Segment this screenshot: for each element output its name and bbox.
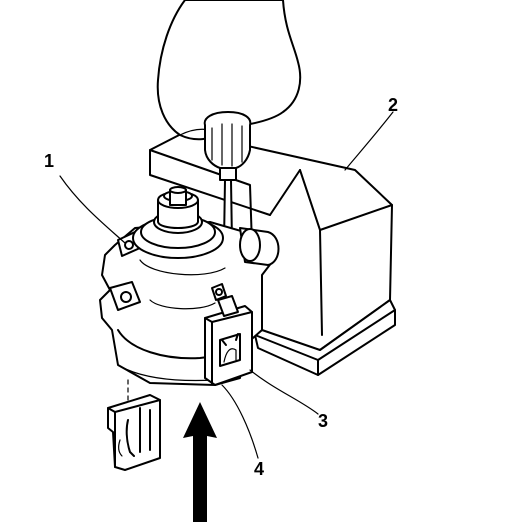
leader-lines [59, 111, 394, 459]
up-arrow-icon [183, 402, 217, 522]
loose-clip [107, 394, 161, 471]
retaining-clip [204, 295, 253, 386]
callout-4: 4 [254, 459, 265, 479]
callout-2: 2 [388, 95, 399, 115]
callout-1: 1 [44, 151, 55, 171]
callout-3: 3 [318, 411, 329, 431]
